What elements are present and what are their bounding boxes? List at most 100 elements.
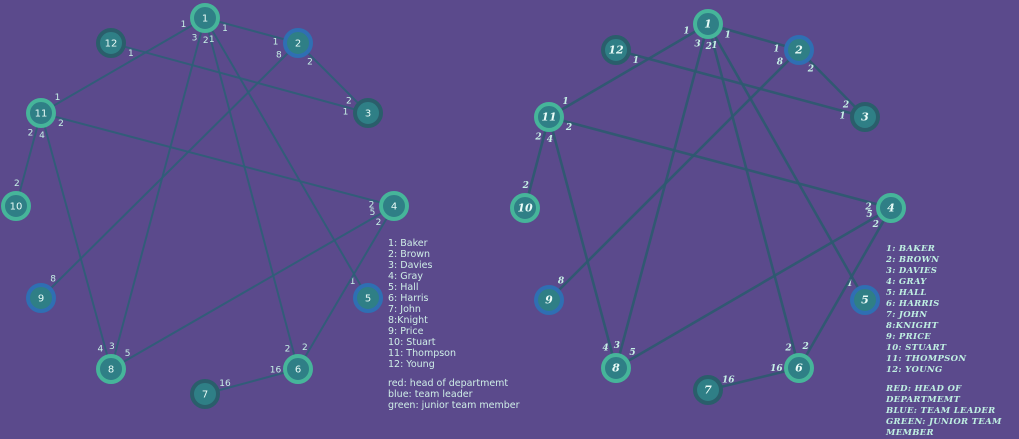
edge-12-3 — [110, 42, 369, 114]
edge-weight-label: 4 — [547, 135, 553, 145]
edge-weight-label: 2 — [203, 36, 209, 46]
node-label: 2 — [295, 39, 301, 50]
edge-weight-label: 2 — [285, 345, 291, 355]
node-label: 10 — [517, 202, 533, 215]
node-4: 4 — [379, 191, 409, 221]
legend-entry: 10: Stuart — [388, 337, 436, 348]
legend-role: red: head of departmemt — [388, 378, 509, 389]
edge-weight-label: 16 — [722, 375, 735, 385]
edge-1-8 — [614, 23, 710, 369]
edge-6-7 — [707, 366, 800, 392]
edge-12-3 — [615, 48, 866, 119]
edge-weight-label: 2 — [346, 96, 352, 106]
node-label: 1 — [704, 18, 712, 31]
edge-11-10 — [15, 112, 42, 207]
node-circle — [534, 285, 564, 315]
legend-entry: 9: Price — [388, 326, 424, 337]
edge-4-6 — [297, 205, 395, 370]
edge-2-9 — [40, 42, 299, 299]
edge-11-8 — [40, 112, 112, 370]
node-1: 1 — [190, 3, 220, 33]
node-12: 12 — [96, 28, 126, 58]
legend-entry: 12: Young — [886, 365, 943, 375]
node-label: 9 — [38, 294, 44, 305]
edge-weight-label: 1 — [273, 38, 279, 48]
node-6: 6 — [784, 353, 814, 383]
node-11: 11 — [534, 102, 564, 132]
node-3: 3 — [353, 98, 383, 128]
node-8: 8 — [96, 354, 126, 384]
edge-weight-label: 2 — [842, 100, 849, 110]
legend-entry: 9: Price — [886, 332, 932, 342]
node-circle — [784, 353, 814, 383]
node-label: 12 — [105, 39, 118, 50]
node-circle — [601, 353, 631, 383]
legend-entry: 11: Thompson — [886, 354, 967, 364]
node-circle — [26, 283, 56, 313]
edge-weight-label: 1 — [683, 26, 689, 36]
edge-weight-label: 2 — [784, 344, 791, 354]
edge-weight-label: 16 — [770, 364, 783, 374]
edge-weight-label: 1 — [128, 49, 134, 59]
node-7: 7 — [190, 379, 220, 409]
node-label: 6 — [795, 362, 803, 375]
edge-weight-label: 4 — [98, 345, 104, 355]
edge-weight-label: 3 — [614, 341, 620, 351]
node-circle — [693, 9, 723, 39]
node-label: 3 — [365, 109, 371, 120]
legend-entry: 8:Knight — [886, 321, 939, 331]
node-label: 8 — [612, 362, 620, 375]
edge-weight-label: 1 — [55, 93, 61, 103]
edge-weight-label: 2 — [14, 179, 20, 189]
node-label: 2 — [794, 44, 803, 57]
node-7: 7 — [693, 375, 723, 405]
edge-weight-label: 16 — [270, 365, 282, 375]
edge-1-2 — [707, 22, 800, 52]
legend-role: green: junior team member — [886, 417, 1002, 438]
edge-weight-label: 2 — [376, 218, 382, 228]
node-circle — [283, 28, 313, 58]
node-circle — [283, 354, 313, 384]
edge-1-11 — [548, 22, 709, 119]
edge-weight-label: 2 — [705, 42, 712, 52]
node-circle — [353, 283, 383, 313]
edge-weight-label: 1 — [181, 20, 187, 30]
edge-weight-label: 2 — [864, 203, 871, 213]
node-4: 4 — [876, 193, 906, 223]
legend-entry: 4: Gray — [388, 271, 423, 282]
node-circle — [693, 375, 723, 405]
edge-4-8 — [615, 206, 892, 370]
node-label: 12 — [608, 44, 624, 57]
node-circle — [190, 379, 220, 409]
edge-weight-label: 8 — [558, 276, 565, 286]
edge-weight-label: 2 — [369, 201, 375, 211]
node-label: 4 — [887, 202, 895, 215]
node-circle — [353, 98, 383, 128]
edge-weight-label: 8 — [777, 58, 784, 68]
edge-weight-label: 5 — [866, 210, 872, 220]
edge-weight-label: 1 — [562, 97, 568, 107]
legend-sketch: 1: Baker 2: Brown 3: Davies 4: Gray 5: H… — [886, 244, 1019, 439]
edge-weight-label: 5 — [370, 208, 376, 218]
legend-entry: 5: Hall — [886, 288, 927, 298]
node-circle — [850, 102, 880, 132]
edge-2-9 — [548, 49, 800, 301]
node-label: 7 — [202, 390, 208, 401]
node-label: 4 — [391, 202, 397, 213]
edge-weight-label: 2 — [872, 220, 879, 230]
node-5: 5 — [353, 283, 383, 313]
legend-roles-list: red: head of departmemt blue: team leade… — [886, 384, 1019, 439]
edge-weight-label: 1 — [847, 279, 853, 289]
edge-weight-label: 2 — [801, 342, 808, 352]
node-8: 8 — [601, 353, 631, 383]
node-circle — [876, 193, 906, 223]
edge-weight-label: 2 — [534, 132, 541, 142]
edge-4-6 — [797, 207, 893, 369]
edge-2-3 — [798, 49, 866, 118]
edge-weight-label: 1 — [711, 41, 717, 51]
legend-people-list: 1: Baker 2: Brown 3: Davies 4: Gray 5: H… — [388, 238, 520, 370]
legend-entry: 12: Young — [388, 359, 435, 370]
legend-role: red: head of departmemt — [886, 384, 962, 405]
edge-weight-label: 1 — [839, 112, 845, 122]
